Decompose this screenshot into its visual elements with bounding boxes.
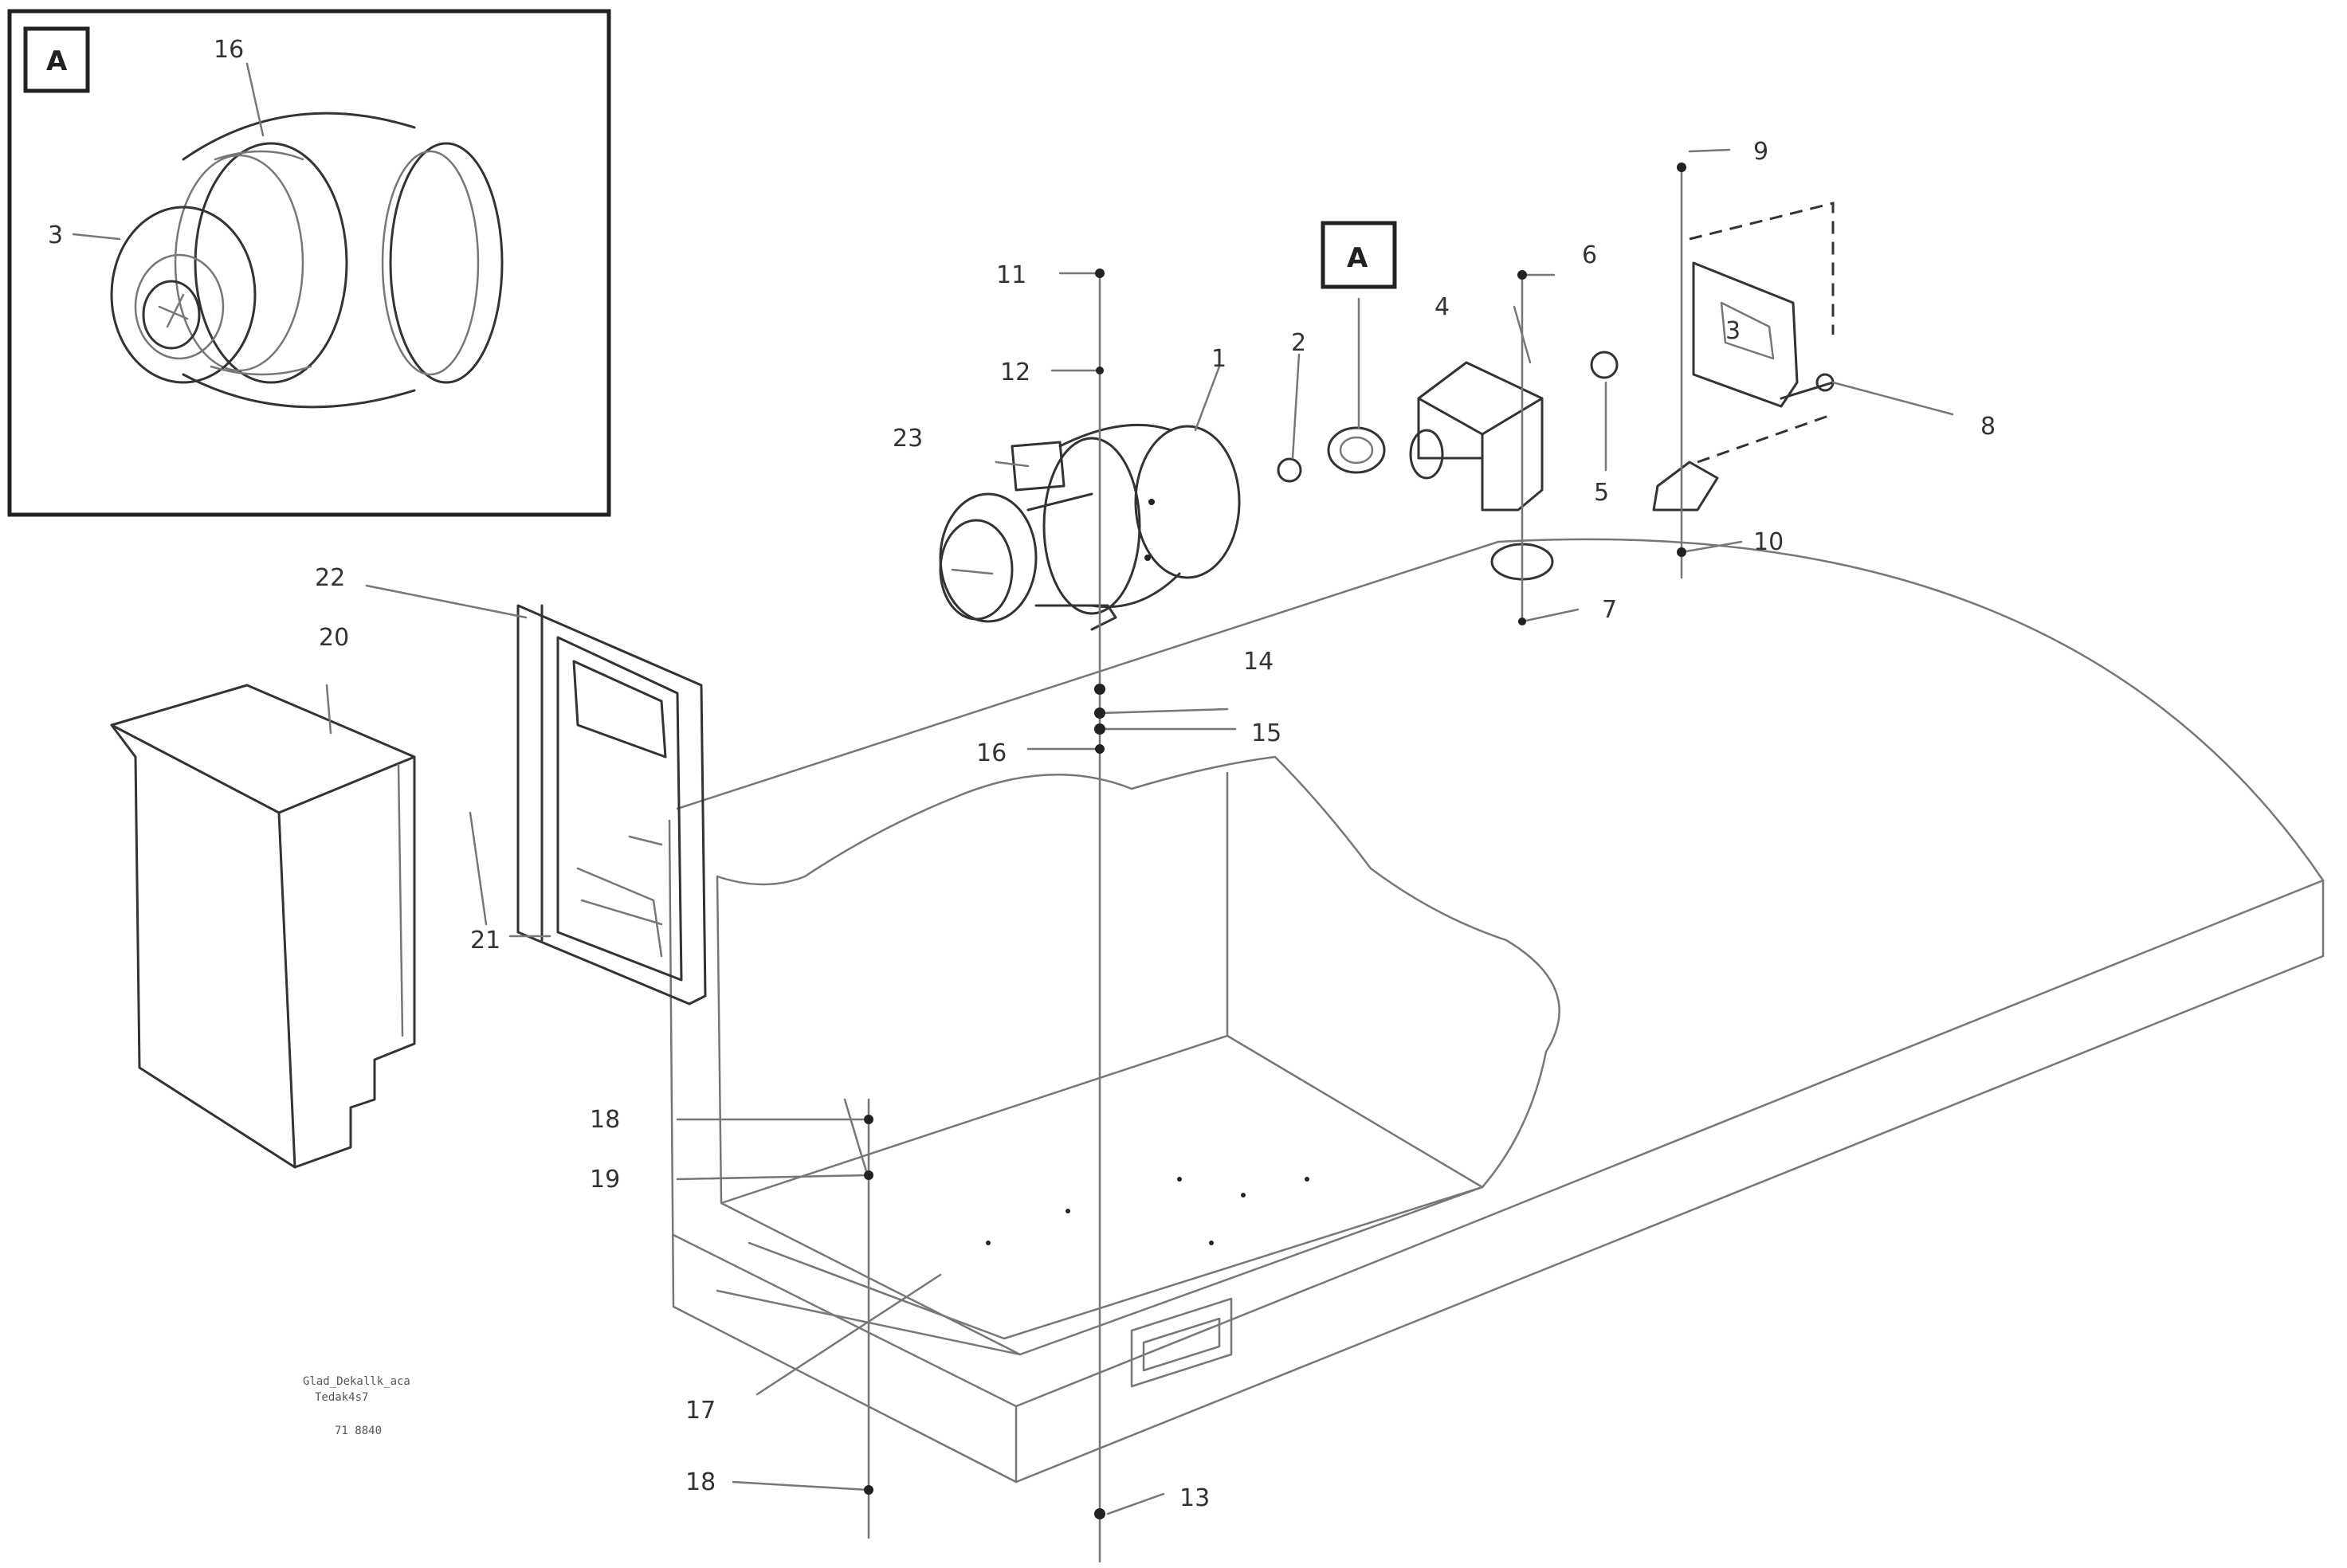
callout-12: 12 <box>1000 359 1030 386</box>
callout-13: 13 <box>1179 1484 1210 1512</box>
plate-3 <box>1692 261 1835 408</box>
callout-11: 11 <box>996 261 1026 289</box>
base-plate <box>668 538 2325 1484</box>
callout-16: 16 <box>976 739 1007 767</box>
callout-1: 1 <box>1211 345 1226 373</box>
leader-lines <box>325 148 1954 1563</box>
inset-view-a: A 16 3 <box>7 9 611 517</box>
callout-15: 15 <box>1251 719 1281 747</box>
callout-4: 4 <box>1434 293 1450 321</box>
callout-20: 20 <box>319 624 349 652</box>
inset-leader-16 <box>245 62 265 137</box>
inset-frame <box>7 9 611 517</box>
callout-17: 17 <box>685 1397 716 1425</box>
inset-leader-3 <box>72 233 121 241</box>
callout-6: 6 <box>1582 241 1597 269</box>
callout-numbers: 11 12 23 1 2 4 6 3 9 8 5 10 7 22 20 14 1… <box>315 138 1996 1512</box>
callout-23: 23 <box>893 425 923 453</box>
callout-3: 3 <box>1725 317 1741 345</box>
callout-21: 21 <box>470 927 500 955</box>
enclosure-box <box>110 684 416 1169</box>
inset-label-16: 16 <box>214 36 244 64</box>
inset-tag: A <box>46 45 68 77</box>
fastener-dots <box>864 163 1686 1519</box>
callout-19: 19 <box>590 1166 620 1194</box>
caption-line-1: Glad_Dekallk_aca <box>303 1375 410 1388</box>
callout-14: 14 <box>1243 648 1274 676</box>
view-tag: A <box>1347 242 1368 274</box>
callout-7: 7 <box>1602 596 1617 624</box>
inset-tag-box <box>23 26 90 93</box>
part-washer-5 <box>1590 351 1619 379</box>
callout-8: 8 <box>1980 413 1996 441</box>
caption-line-2: Tedak4s7 <box>315 1391 368 1404</box>
dashed-outline-top <box>1689 202 1835 335</box>
callout-2: 2 <box>1291 329 1306 357</box>
caption-line-3: 71 8840 <box>335 1425 382 1437</box>
callout-18-lower: 18 <box>685 1468 716 1496</box>
callout-9: 9 <box>1753 138 1768 166</box>
part-washer-2 <box>1277 457 1302 483</box>
mounting-frame <box>516 604 707 1005</box>
callout-22: 22 <box>315 564 345 592</box>
part-coupling <box>1327 426 1386 474</box>
inset-motor-drawing <box>110 112 504 409</box>
view-tag-box <box>1321 221 1397 289</box>
callout-18: 18 <box>590 1106 620 1134</box>
dashed-outline-bottom <box>1697 413 1834 464</box>
inset-label-3: 3 <box>48 221 63 249</box>
drawing-caption: Glad_Dekallk_aca Tedak4s7 71 8840 <box>303 1375 410 1437</box>
callout-5: 5 <box>1594 479 1609 507</box>
motor-assembly <box>939 423 1241 631</box>
callout-10: 10 <box>1753 528 1784 556</box>
part-clip-10 <box>1652 461 1719 512</box>
